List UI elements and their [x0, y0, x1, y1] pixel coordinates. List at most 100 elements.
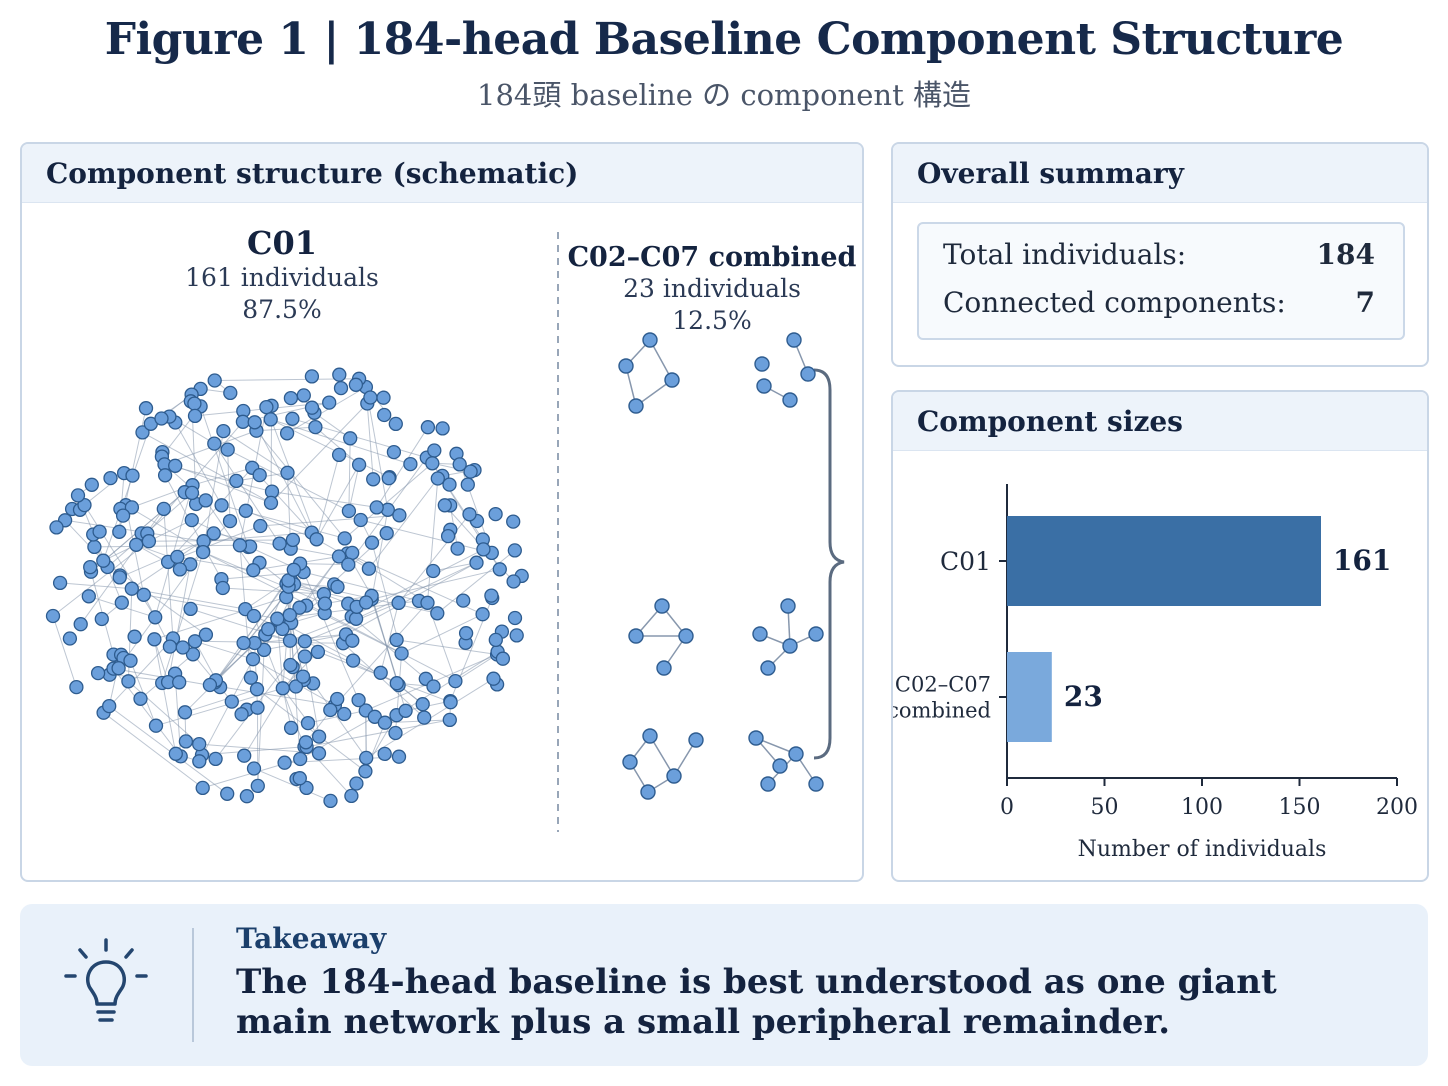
network-node — [427, 443, 442, 458]
network-node — [237, 748, 252, 763]
network-edge — [433, 562, 477, 572]
network-node — [780, 598, 796, 614]
network-node — [138, 401, 154, 416]
network-node — [114, 595, 129, 610]
network-edge — [200, 406, 249, 548]
network-node — [430, 471, 445, 486]
summary-value: 7 — [1355, 286, 1375, 319]
network-node — [62, 631, 78, 646]
overall-summary-panel: Overall summary Total individuals: 184 C… — [891, 142, 1429, 367]
network-edge — [348, 438, 351, 512]
network-edge — [213, 443, 281, 544]
network-node — [310, 644, 326, 660]
network-node — [443, 695, 458, 710]
component-structure-panel: Component structure (schematic) C01 161 … — [20, 142, 864, 882]
network-edge — [312, 683, 367, 759]
network-node — [239, 789, 255, 804]
network-node — [168, 746, 183, 761]
network-node — [296, 388, 311, 403]
network-node — [206, 526, 221, 541]
network-edge — [209, 684, 335, 706]
network-node — [136, 587, 151, 602]
network-node — [246, 608, 262, 624]
network-node — [353, 512, 368, 528]
network-node — [440, 528, 456, 544]
network-edge — [52, 540, 150, 617]
bar — [1007, 516, 1321, 606]
network-node — [330, 691, 345, 707]
network-node — [236, 635, 251, 651]
network-edge — [256, 688, 366, 772]
x-tick-label: 150 — [1279, 795, 1321, 820]
network-node — [460, 477, 475, 492]
network-node — [238, 503, 253, 518]
network-node — [112, 524, 127, 539]
x-tick-label: 200 — [1376, 795, 1418, 820]
network-edge — [190, 608, 291, 642]
network-node — [488, 506, 503, 522]
network-node — [220, 786, 235, 801]
network-node — [256, 642, 272, 658]
network-node — [420, 420, 436, 435]
network-edge — [243, 642, 284, 689]
network-edge — [270, 418, 411, 465]
takeaway-divider — [192, 928, 194, 1042]
network-edge — [256, 430, 346, 539]
network-node — [309, 532, 324, 547]
network-edge — [316, 464, 360, 540]
panel-heading: Component structure (schematic) — [22, 144, 862, 203]
network-node — [391, 595, 406, 611]
network-node — [245, 652, 261, 667]
network-node — [654, 598, 670, 614]
network-node — [756, 378, 772, 394]
network-node — [229, 473, 244, 489]
network-node — [246, 563, 261, 578]
network-node — [358, 764, 373, 779]
network-node — [45, 608, 61, 624]
network-node — [49, 520, 64, 535]
network-node — [232, 538, 248, 553]
network-node — [392, 508, 407, 523]
network-node — [343, 431, 358, 446]
network-edge — [304, 656, 320, 737]
network-node — [437, 498, 452, 513]
network-edge — [202, 551, 326, 605]
x-tick-label: 100 — [1181, 795, 1223, 820]
network-edge — [380, 602, 400, 673]
network-node — [112, 570, 127, 585]
network-edge — [355, 562, 477, 620]
network-node — [800, 366, 816, 382]
network-node — [299, 780, 314, 796]
network-node — [263, 495, 279, 511]
network-edge — [314, 412, 351, 439]
network-node — [345, 653, 361, 668]
network-edge — [94, 544, 240, 548]
network-node — [263, 412, 278, 427]
network-node — [207, 436, 222, 451]
network-node — [52, 575, 68, 591]
network-edge — [103, 638, 174, 714]
network-node — [198, 493, 213, 508]
network-node — [184, 485, 200, 501]
network-edge — [398, 513, 470, 604]
network-node — [331, 447, 347, 463]
network-node — [458, 626, 474, 641]
network-node — [388, 416, 403, 432]
network-node — [282, 633, 298, 648]
network-node — [283, 657, 298, 673]
network-node — [246, 761, 262, 776]
network-node — [364, 535, 380, 550]
small-component — [622, 728, 704, 800]
network-edge — [205, 500, 254, 571]
network-edge — [153, 639, 169, 683]
network-edge — [174, 422, 223, 506]
c01-percent: 87.5% — [242, 295, 322, 324]
network-node — [377, 407, 392, 423]
network-node — [202, 677, 218, 693]
network-node — [361, 561, 377, 576]
network-node — [345, 633, 360, 648]
network-node — [415, 697, 430, 712]
network-node — [640, 784, 656, 800]
network-node — [214, 498, 229, 513]
